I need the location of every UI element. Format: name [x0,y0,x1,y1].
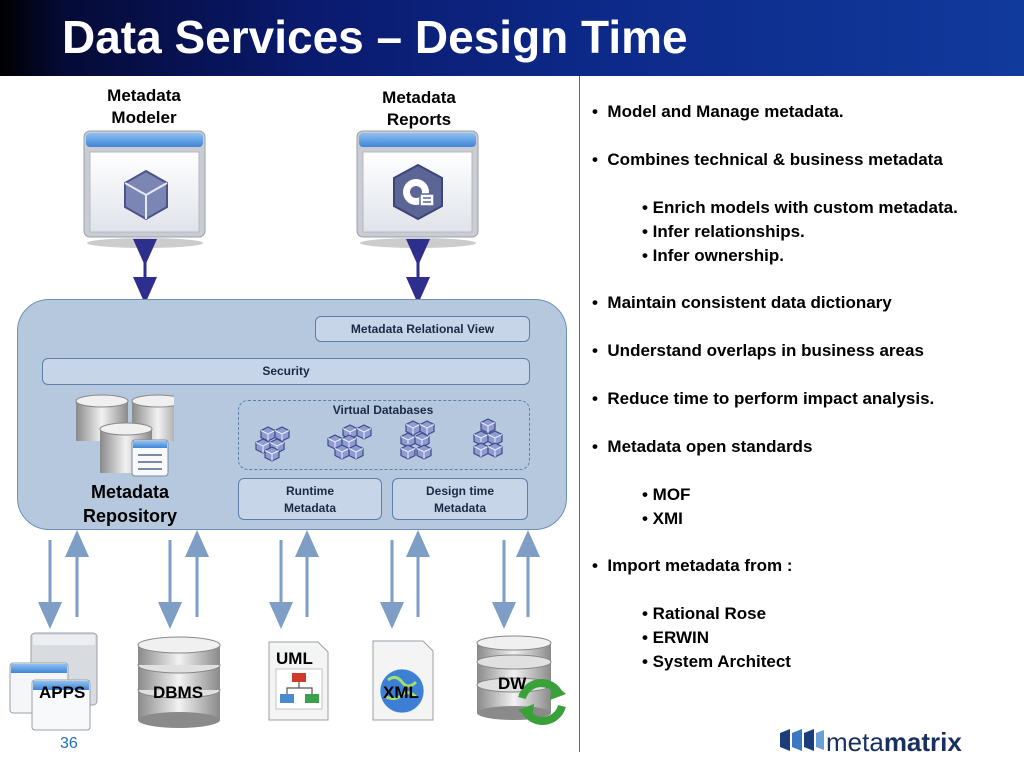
bullet-4: • Understand overlaps in business areas [592,341,924,360]
uml-document-icon [268,641,329,721]
page-number: 36 [60,735,78,752]
bullet-1: • Model and Manage metadata. [592,102,844,121]
uml-label: UML [276,649,313,668]
dbms-label: DBMS [153,683,204,702]
sub-bullet: • ERWIN [642,628,710,647]
sub-bullet: • Enrich models with custom metadata. [642,198,958,217]
title-bar [0,0,1024,76]
vdb-cube-icon-4 [473,418,503,458]
cube-icon [124,169,168,221]
sub-bullet: • XMI [642,509,683,528]
repository-database-icon [75,394,174,477]
sub-bullet: • Infer relationships. [642,222,805,241]
sub-bullet: • Infer ownership. [642,246,784,265]
sub-bullet: • System Architect [642,652,791,671]
metadata-modeler-window-icon [83,130,206,248]
sub-bullet: • Rational Rose [642,604,767,623]
vdb-cube-icon-1 [255,426,290,462]
sub-bullet: • MOF [642,485,691,504]
bullet-2: • Combines technical & business metadata [592,150,943,169]
slide-title: Data Services – Design Time [62,11,688,63]
bullet-6: • Metadata open standards [592,437,813,456]
metadata-relational-view: Metadata Relational View [315,316,530,342]
xml-document-icon [372,640,434,721]
metamatrix-logo-icon [780,729,824,751]
bullet-3: • Maintain consistent data dictionary [592,293,892,312]
architecture-diagram [9,130,566,731]
sync-icon [518,679,566,725]
report-icon [393,163,443,221]
apps-icon [9,632,98,731]
vdb-cube-icon-3 [400,420,435,460]
virtual-databases-label: Virtual Databases [332,403,434,417]
bullet-5: • Reduce time to perform impact analysis… [592,389,935,408]
column-divider [579,76,580,752]
dw-label: DW [498,674,527,693]
bullet-7: • Import metadata from : [592,556,793,575]
dbms-icon [137,636,221,728]
vdb-cubes [255,418,503,462]
apps-label: APPS [39,683,86,702]
metamatrix-logo-text: metamatrix [826,727,962,757]
xml-label: XML [383,683,419,702]
dw-icon [476,635,566,725]
metadata-reports-window-icon [356,130,479,248]
source-arrows [38,530,540,629]
security-bar: Security [42,358,530,385]
vdb-cube-icon-2 [327,424,372,460]
virtual-databases-box [238,400,530,470]
